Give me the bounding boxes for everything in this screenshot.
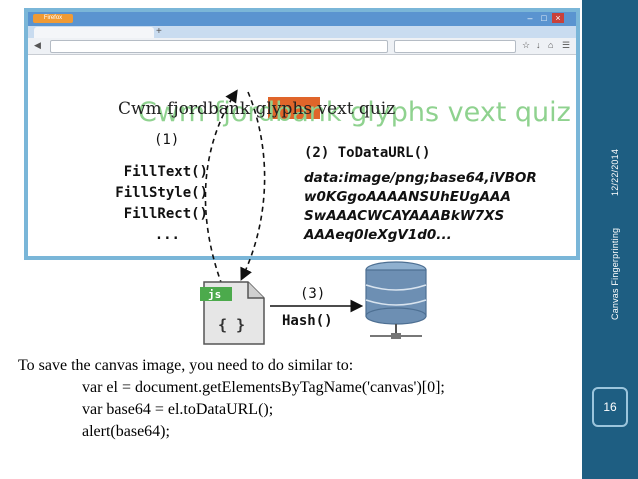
canvas-text-front: Cwm fjordbank glyphs vext quiz [118,99,395,119]
api-fillstyle: FillStyle() [115,185,208,201]
bookmark-star-icon[interactable]: ☆ [522,40,531,50]
api-fillrect: FillRect() [123,206,208,222]
code-line: alert(base64); [82,423,170,440]
intro-line: To save the canvas image, you need to do… [18,357,354,374]
flow-diagram: js { } [200,89,427,345]
arrow-to-canvas [204,89,238,286]
database-icon [365,261,427,339]
url-bar[interactable] [50,40,388,53]
page-number: 16 [592,387,628,427]
data-url-line: w0KGgoAAAANSUhEUgAAA [304,189,511,205]
slide-topic: Canvas Fingerprinting [610,227,620,320]
browser-tab[interactable] [34,27,154,38]
step-1-label: (1) [154,132,180,148]
slide-date: 12/22/2014 [610,148,620,196]
download-icon[interactable]: ↓ [536,40,541,50]
maximize-icon[interactable]: □ [541,13,547,23]
slide-sidebar: 12/22/2014 Canvas Fingerprinting [582,0,638,479]
body-text: To save the canvas image, you need to do… [18,355,445,443]
arrow-from-canvas [240,91,266,281]
step-2-label: (2) ToDataURL() [304,145,431,161]
back-icon[interactable]: ◀ [34,40,41,50]
highlight-rect [268,97,320,119]
canvas-text-back: Cwm fjordbank glyphs vext quiz [138,97,571,128]
navigation-bar: ◀ ☆ ↓ ⌂ ☰ [28,38,576,55]
figure-panel: Firefox – □ × + ◀ ☆ ↓ ⌂ ☰ Cwm fjordbank … [24,8,580,260]
code-line: var base64 = el.toDataURL(); [82,401,274,418]
js-file-icon: js { } [200,281,265,345]
js-badge: js [208,288,221,301]
step-3-label: (3) [300,286,326,302]
browser-app-button[interactable]: Firefox [33,14,73,23]
browser-titlebar: Firefox – □ × [28,12,576,26]
hash-label: Hash() [282,313,333,329]
tab-strip: + [28,26,576,38]
canvas-api-calls: FillText() FillStyle() FillRect() ... [68,162,208,246]
search-bar[interactable] [394,40,516,53]
data-url-line: data:image/png;base64,iVBOR [304,170,537,186]
data-url-output: data:image/png;base64,iVBOR w0KGgoAAAANS… [304,169,537,245]
canvas-text-sample: Cwm fjordbank glyphs vext quiz Cwm fjord… [118,97,571,128]
data-url-line: AAAeq0leXgV1d0... [304,227,452,243]
api-filltext: FillText() [123,164,208,180]
close-icon[interactable]: × [552,13,564,23]
minimize-icon[interactable]: – [527,13,533,23]
menu-icon[interactable]: ☰ [562,40,571,50]
home-icon[interactable]: ⌂ [548,40,554,50]
code-line: var el = document.getElementsByTagName('… [82,379,445,396]
new-tab-button[interactable]: + [156,26,162,37]
braces-glyph: { } [218,316,245,334]
data-url-line: SwAAACWCAYAAABkW7XS [304,208,505,224]
api-ellipsis: ... [154,227,180,243]
